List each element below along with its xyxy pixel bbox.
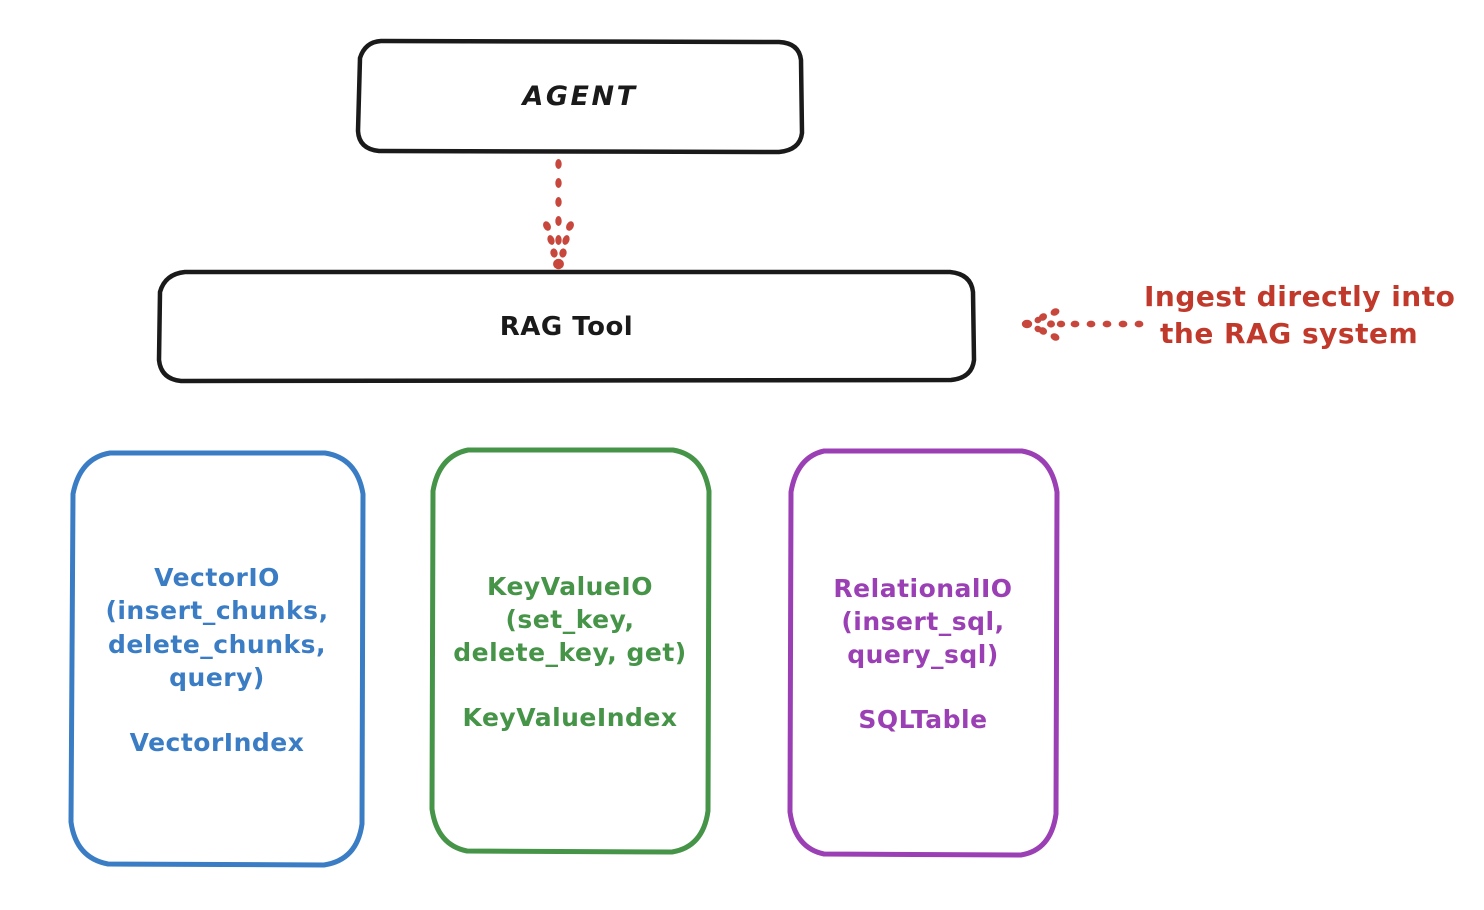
vector-io-index-label: VectorIndex: [129, 728, 305, 757]
key-value-io-api-label: KeyValueIO (set_key, delete_key, get): [453, 571, 687, 668]
agent-label: AGENT: [522, 81, 638, 112]
node-agent[interactable]: AGENT: [355, 38, 805, 155]
key-value-io-index-label: KeyValueIndex: [462, 703, 678, 733]
node-relational-io[interactable]: RelationalIO (insert_sql, query_sql) SQL…: [786, 448, 1060, 858]
relational-io-api-label: RelationalIO (insert_sql, query_sql): [833, 573, 1013, 670]
node-rag-tool[interactable]: RAG Tool: [155, 269, 978, 384]
ingest-into-rag-tool-connector-icon: [1021, 308, 1144, 341]
rag-tool-label: RAG Tool: [499, 311, 634, 342]
vector-io-api-label: VectorIO (insert_chunks, delete_chunks, …: [105, 563, 329, 692]
ingest-annotation-line-1: Ingest directly into: [1144, 280, 1456, 313]
agent-to-rag-tool-connector-icon: [543, 159, 574, 270]
ingest-annotation: Ingest directly into the RAG system: [1144, 278, 1480, 352]
ingest-annotation-line-2: the RAG system: [1160, 317, 1419, 351]
relational-io-index-label: SQLTable: [858, 705, 988, 735]
node-vector-io[interactable]: VectorIO (insert_chunks, delete_chunks, …: [68, 450, 366, 868]
node-key-value-io[interactable]: KeyValueIO (set_key, delete_key, get) Ke…: [428, 447, 712, 855]
